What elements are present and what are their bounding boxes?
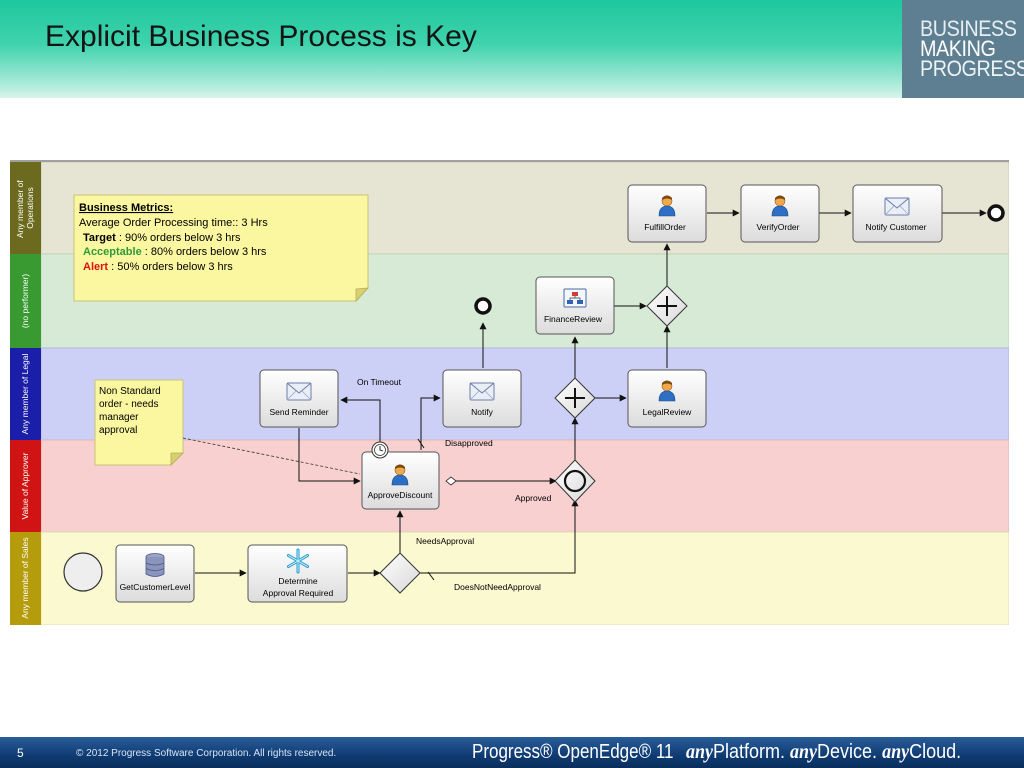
slide-title: Explicit Business Process is Key [45,20,477,53]
task-get-customer-level[interactable]: GetCustomerLevel [115,544,195,603]
note-association [182,437,361,475]
logo-line-1: BUSINESS [920,16,1017,41]
slide-footer: 5 © 2012 Progress Software Corporation. … [0,737,1024,768]
lane-operations: Any member of Operations [10,161,1009,255]
task-determine-label-2: Approval Required [263,588,334,598]
business-metrics-note: Business Metrics: Average Order Processi… [73,194,369,303]
task-finance-review[interactable]: FinanceReview [535,276,615,335]
metrics-line-alert: Alert : 50% orders below 3 hrs [83,261,233,273]
envelope-icon [469,382,495,401]
flow-label-needs-approval: NeedsApproval [416,536,474,546]
lane-sales: Any member of Sales [10,531,1009,625]
task-send-reminder[interactable]: Send Reminder [259,369,339,428]
lane-legal: Any member of Legal [10,347,1009,441]
task-fulfill-order-label: FulfillOrder [644,222,686,232]
metrics-line-avg: Average Order Processing time:: 3 Hrs [79,217,268,229]
logo-line-3: PROGRESS. [920,56,1024,81]
lane-legal-label: Any member of Legal [20,353,30,434]
task-legal-review-label: LegalReview [643,407,693,417]
metrics-line-acceptable: Acceptable : 80% orders below 3 hrs [83,246,267,258]
lane-sales-label: Any member of Sales [20,537,30,618]
flow-label-does-not-need-approval: DoesNotNeedApproval [454,582,541,592]
progress-logo: BUSINESS MAKING PROGRESS. [902,0,1024,98]
exclusive-gateway-approval[interactable] [379,552,421,594]
logo-line-2: MAKING [920,36,996,61]
lane-no-performer-label: (no performer) [20,274,30,328]
end-event-notify[interactable] [474,297,492,315]
task-fulfill-order[interactable]: FulfillOrder [627,184,707,243]
task-notify-customer-label: Notify Customer [866,222,927,232]
tagline: anyPlatform. anyDevice. anyCloud. [686,741,962,763]
parallel-gateway-split[interactable] [554,377,596,419]
page-number: 5 [17,746,24,760]
task-notify-customer[interactable]: Notify Customer [852,184,943,243]
envelope-icon [286,382,312,401]
task-determine-approval[interactable]: Determine Approval Required [247,544,348,603]
note-text: Non Standard order - needs manager appro… [99,386,164,436]
metrics-line-target: Target : 90% orders below 3 hrs [83,232,241,244]
copyright-text: © 2012 Progress Software Corporation. Al… [76,748,337,759]
task-finance-review-label: FinanceReview [544,314,603,324]
sequence-flows [195,209,987,581]
envelope-icon [884,197,910,216]
flow-label-disapproved: Disapproved [445,438,493,448]
task-approve-discount-label: ApproveDiscount [368,490,433,500]
task-approve-discount[interactable]: ApproveDiscount [361,441,440,510]
end-event-complete[interactable] [987,204,1005,222]
task-verify-order-label: VerifyOrder [757,222,800,232]
inclusive-gateway-approved[interactable] [554,459,596,503]
task-legal-review[interactable]: LegalReview [627,369,707,428]
subprocess-icon [563,288,587,308]
flow-label-approved: Approved [515,493,552,503]
task-determine-label-1: Determine [278,576,317,586]
bpmn-process-diagram: Any member of Operations (no performer) … [10,160,1009,625]
non-standard-order-note: Non Standard order - needs manager appro… [94,379,184,466]
metrics-heading: Business Metrics: [79,202,173,214]
lane-operations-label: Any member of Operations [15,178,35,238]
database-icon [145,553,165,577]
task-verify-order[interactable]: VerifyOrder [740,184,820,243]
start-event[interactable] [63,552,103,592]
product-brand: Progress® OpenEdge® 11 [472,741,674,763]
lane-approver-label: Value of Approver [20,452,30,519]
task-notify-label: Notify [471,407,493,417]
flow-label-on-timeout: On Timeout [357,377,402,387]
slide-header: Explicit Business Process is Key BUSINES… [0,0,1024,98]
task-send-reminder-label: Send Reminder [269,407,328,417]
lane-approver: Value of Approver [10,439,1009,533]
timer-icon [371,441,389,459]
parallel-gateway-join[interactable] [646,285,688,327]
task-notify[interactable]: Notify [442,369,522,428]
task-get-customer-level-label: GetCustomerLevel [120,582,191,592]
